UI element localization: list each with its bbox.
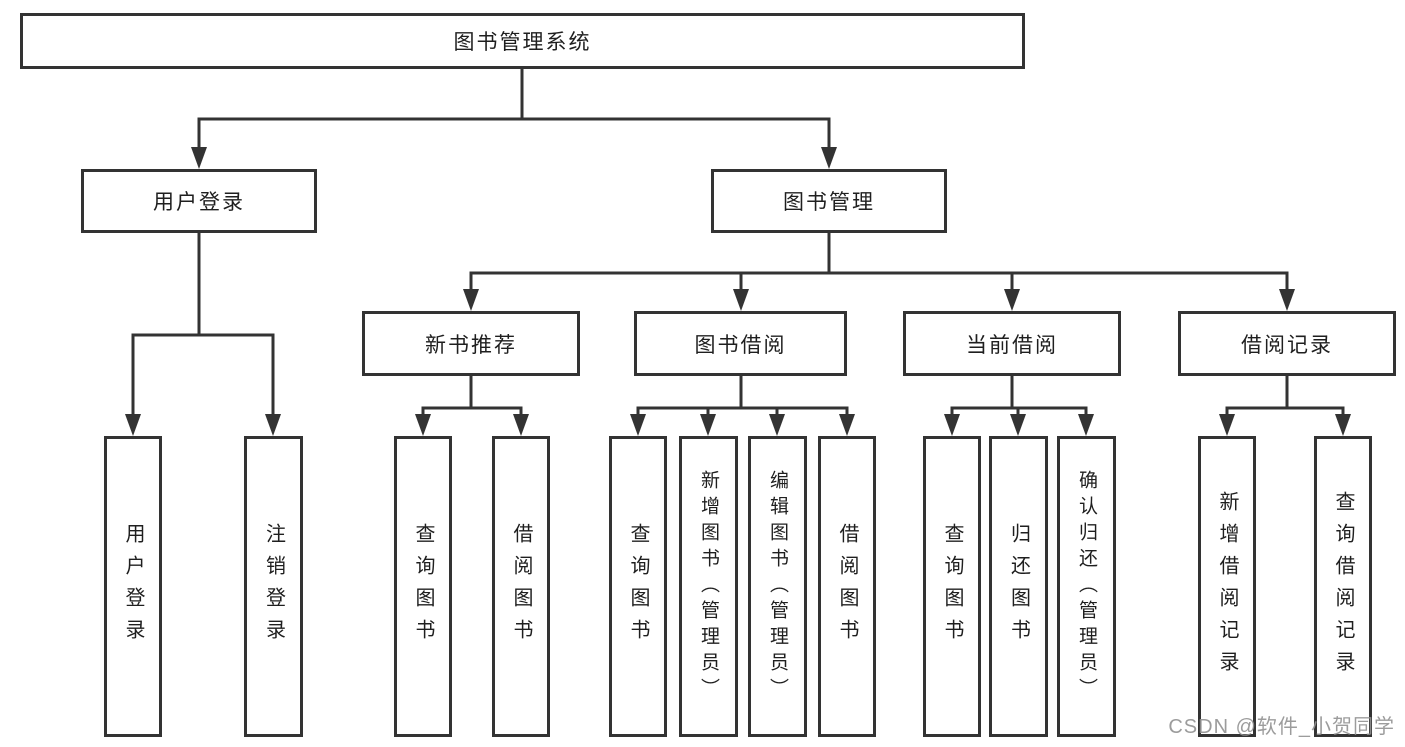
leaf-query-borrow-record: 查询借阅记录 [1314, 436, 1372, 737]
leaf-edit-books-admin: 编辑图书（管理员） [748, 436, 807, 737]
leaf-query-books-current: 查询图书 [923, 436, 981, 737]
node-current-borrow: 当前借阅 [903, 311, 1121, 376]
node-root: 图书管理系统 [20, 13, 1025, 69]
leaf-borrow-books: 借阅图书 [818, 436, 876, 737]
leaf-confirm-return-admin: 确认归还（管理员） [1057, 436, 1116, 737]
watermark-text: CSDN @软件_小贺同学 [1168, 716, 1395, 738]
node-book-management-label: 图书管理 [783, 191, 875, 214]
node-book-borrow: 图书借阅 [634, 311, 847, 376]
node-borrow-records-label: 借阅记录 [1241, 333, 1333, 357]
leaf-return-books: 归还图书 [989, 436, 1048, 737]
leaf-add-books-admin: 新增图书（管理员） [679, 436, 738, 737]
leaf-add-borrow-record: 新增借阅记录 [1198, 436, 1256, 737]
leaf-query-books-borrow: 查询图书 [609, 436, 667, 737]
node-current-borrow-label: 当前借阅 [966, 333, 1058, 357]
node-root-label: 图书管理系统 [453, 31, 592, 54]
node-user-login-label: 用户登录 [153, 191, 245, 214]
arrowheads [125, 147, 1351, 436]
leaf-logout: 注销登录 [244, 436, 303, 737]
node-borrow-records: 借阅记录 [1178, 311, 1396, 376]
node-book-management: 图书管理 [711, 169, 947, 233]
node-new-book-recommend: 新书推荐 [362, 311, 580, 376]
node-book-borrow-label: 图书借阅 [694, 333, 787, 357]
leaf-query-books-recommend: 查询图书 [394, 436, 452, 737]
node-new-book-recommend-label: 新书推荐 [425, 333, 517, 357]
node-user-login: 用户登录 [81, 169, 317, 233]
leaf-borrow-books-recommend: 借阅图书 [492, 436, 550, 737]
leaf-user-login: 用户登录 [104, 436, 162, 737]
